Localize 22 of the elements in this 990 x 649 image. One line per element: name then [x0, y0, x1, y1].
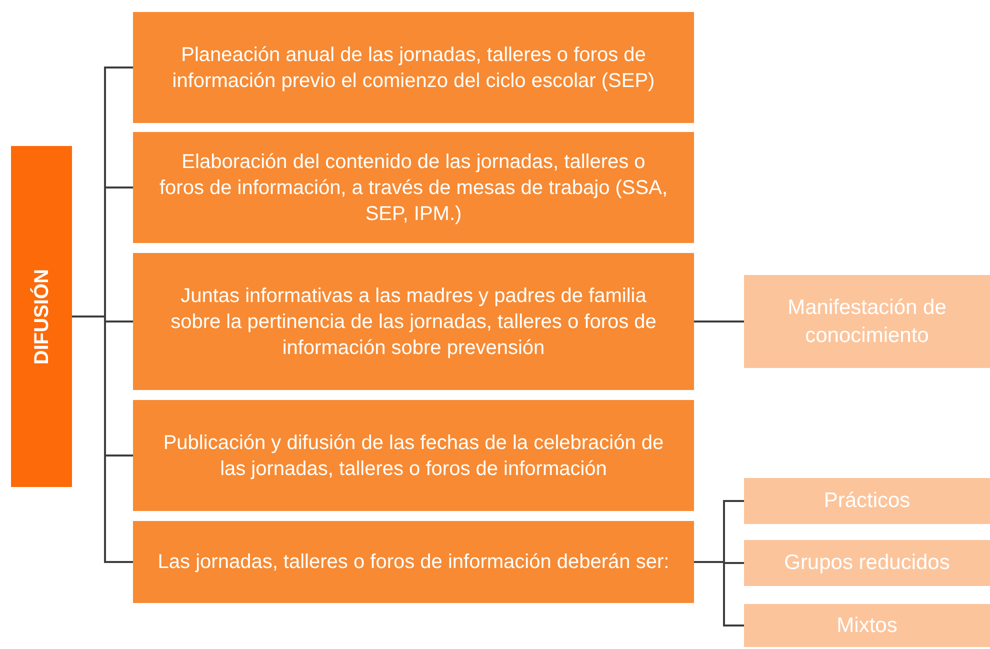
process-box: [133, 521, 694, 603]
connector-line: [72, 316, 133, 563]
box-text: Publicación y difusión de las fechas de la celebración de las jornadas, talleres o foros de información: [162, 430, 665, 482]
box-text: Manifestación de conocimiento: [786, 294, 948, 348]
box-text: Grupos reducidos: [784, 550, 950, 576]
process-box: [133, 253, 694, 390]
result-box: [744, 275, 990, 368]
box-text: Mixtos: [836, 612, 898, 638]
connector-line: [694, 320, 744, 322]
box-text: Las jornadas, talleres o foros de información deberán ser:: [158, 550, 670, 575]
category-box: [11, 146, 72, 487]
process-box: [133, 132, 694, 243]
result-box: [744, 478, 990, 524]
box-text: Elaboración del contenido de las jornadas, talleres o foros de información, a través de mesas de trabajo (SSA, SEP, IPM.): [158, 150, 669, 226]
result-box: [744, 604, 990, 647]
box-text: Planeación anual de las jornadas, talleres o foros de información previo el comienzo del ciclo escolar (SEP): [171, 42, 656, 94]
process-box: [133, 400, 694, 511]
result-box: [744, 540, 990, 586]
box-text: Prácticos: [824, 488, 910, 514]
box-text: Juntas informativas a las madres y padres de familia sobre la pertinencia de las jornadas, talleres o foros de información sobre prevensión: [170, 284, 658, 360]
process-box: [133, 12, 694, 123]
category-title: DIFUSIÓN: [29, 268, 54, 364]
